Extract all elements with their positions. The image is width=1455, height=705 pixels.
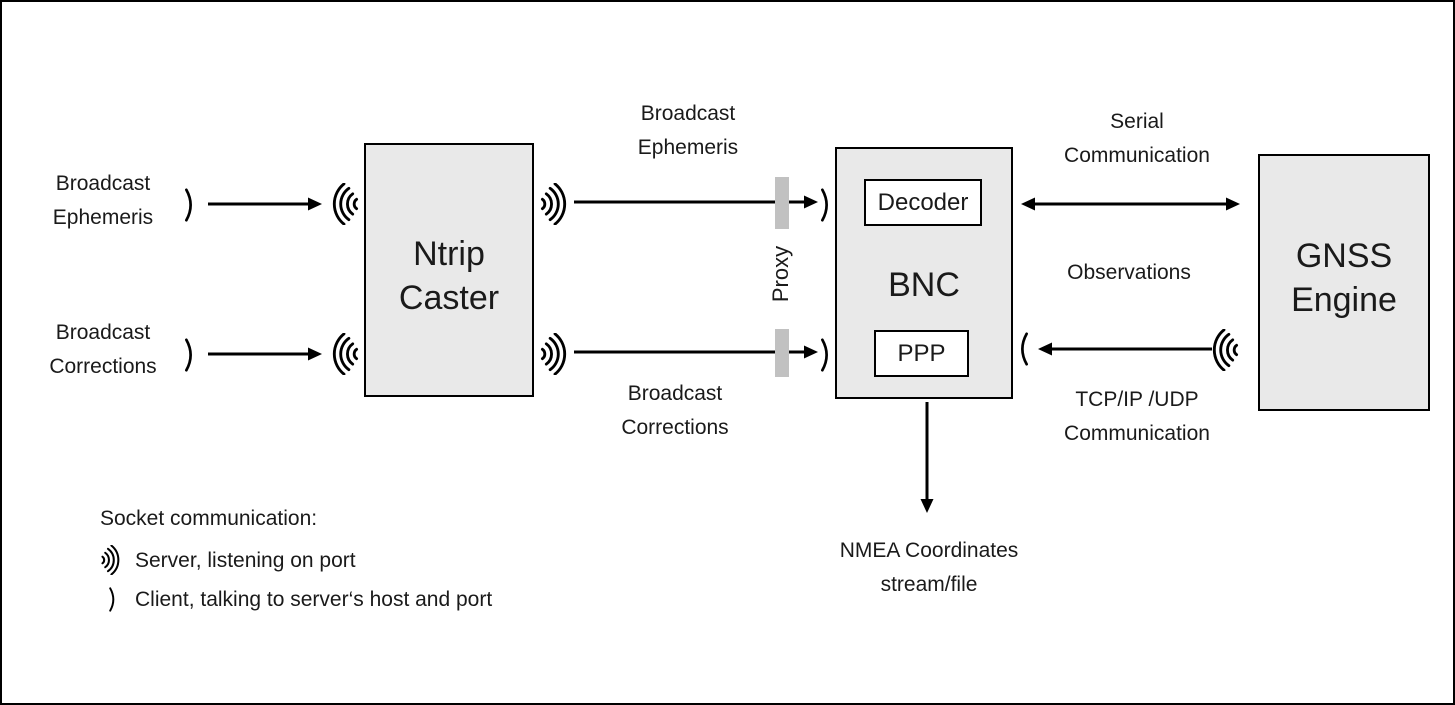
client-socket-icon	[821, 188, 828, 222]
client-socket-icon	[109, 587, 115, 612]
client-socket-icon	[185, 338, 192, 372]
node-gnss-engine	[1258, 154, 1430, 411]
client-socket-icon	[1021, 332, 1028, 366]
node-ntrip-caster-label: Ntrip Caster	[398, 235, 500, 317]
server-socket-icon	[332, 183, 359, 225]
label-nmea-output: NMEA Coordinates stream/file	[839, 539, 1019, 596]
arrow-broadcast-ephemeris-input	[208, 197, 322, 211]
node-gnss-engine-label: GNSS Engine	[1291, 237, 1397, 319]
node-ntrip-caster	[364, 143, 534, 397]
legend-title: Socket communication:	[100, 507, 318, 530]
server-socket-icon	[332, 333, 359, 375]
legend-client-label: Client, talking to server‘s host and por…	[135, 588, 493, 611]
node-decoder: Decoder	[864, 179, 982, 226]
server-socket-icon	[101, 545, 120, 575]
arrow-observations	[1038, 342, 1212, 356]
label-broadcast-ephemeris-stream: Broadcast Ephemeris	[637, 102, 739, 159]
node-bnc-label: BNC	[888, 266, 960, 304]
proxy-bar	[775, 177, 789, 229]
proxy-bar	[775, 329, 789, 377]
label-proxy: Proxy	[768, 245, 793, 303]
arrow-nmea-output	[920, 402, 934, 513]
arrow-broadcast-corrections-input	[208, 347, 322, 361]
label-tcpip-udp-communication: TCP/IP /UDP Communication	[1064, 388, 1210, 445]
client-socket-icon	[821, 338, 828, 372]
label-observations: Observations	[1067, 261, 1191, 284]
node-ppp: PPP	[874, 330, 969, 377]
server-socket-icon	[540, 333, 567, 375]
label-broadcast-corrections-input: Broadcast Corrections	[49, 321, 157, 378]
arrow-serial-communication	[1021, 197, 1240, 211]
label-serial-communication: Serial Communication	[1064, 110, 1210, 167]
label-broadcast-ephemeris-input: Broadcast Ephemeris	[52, 172, 154, 229]
server-socket-icon	[540, 183, 567, 225]
label-broadcast-corrections-stream: Broadcast Corrections	[621, 382, 729, 439]
legend-server-label: Server, listening on port	[135, 549, 356, 572]
client-socket-icon	[185, 188, 192, 222]
server-socket-icon	[1212, 329, 1239, 371]
